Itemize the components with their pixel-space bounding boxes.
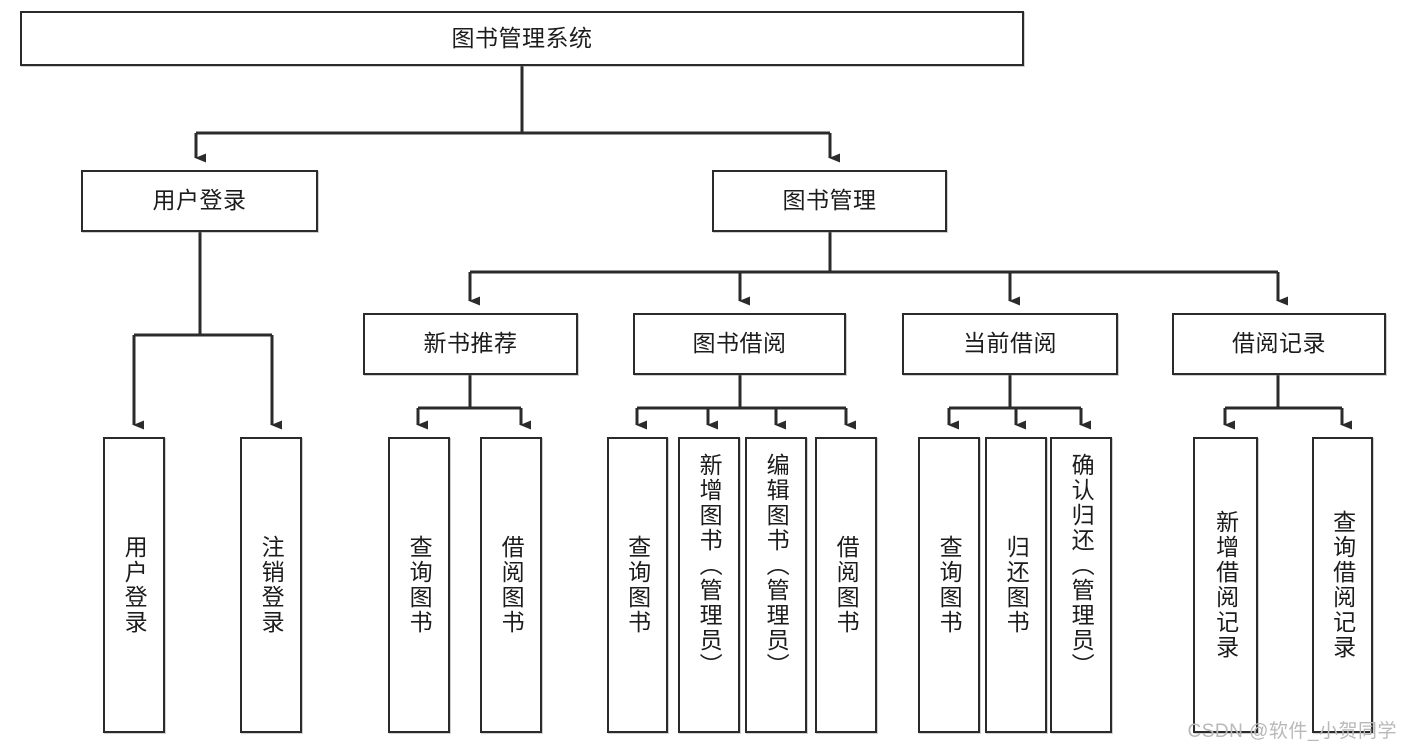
leaf-recommend-query-book-label: 查询图书: [406, 535, 433, 635]
leaf-user-login-logout-label: 注销登录: [258, 535, 285, 635]
node-new-book-recommend-label: 新书推荐: [423, 330, 518, 357]
leaf-borrow-edit-book-admin-label: 编辑图书（管理员）: [763, 453, 790, 678]
leaf-borrow-query-book-label: 查询图书: [624, 535, 651, 635]
leaf-user-login-login-label: 用户登录: [121, 535, 148, 635]
leaf-borrow-borrow-book[interactable]: 借阅图书: [815, 437, 877, 733]
leaf-borrow-borrow-book-label: 借阅图书: [833, 535, 860, 635]
node-book-borrow[interactable]: 图书借阅: [633, 313, 846, 375]
leaf-records-query-record-label: 查询借阅记录: [1329, 510, 1356, 660]
node-root-system[interactable]: 图书管理系统: [20, 11, 1024, 66]
leaf-current-return-book[interactable]: 归还图书: [985, 437, 1047, 733]
leaf-current-confirm-return-admin-label: 确认归还（管理员）: [1068, 453, 1095, 678]
leaf-current-query-book-label: 查询图书: [936, 535, 963, 635]
node-book-borrow-label: 图书借阅: [692, 330, 787, 357]
csdn-watermark: CSDN @软件_小贺同学: [1187, 721, 1397, 742]
leaf-user-login-login[interactable]: 用户登录: [103, 437, 165, 733]
leaf-recommend-borrow-book[interactable]: 借阅图书: [480, 437, 542, 733]
leaf-borrow-query-book[interactable]: 查询图书: [607, 437, 668, 733]
leaf-recommend-query-book[interactable]: 查询图书: [388, 437, 450, 733]
node-current-borrow[interactable]: 当前借阅: [902, 313, 1118, 375]
leaf-borrow-edit-book-admin[interactable]: 编辑图书（管理员）: [745, 437, 807, 733]
leaf-records-query-record[interactable]: 查询借阅记录: [1312, 437, 1373, 733]
leaf-current-return-book-label: 归还图书: [1003, 535, 1030, 635]
node-root-system-label: 图书管理系统: [451, 24, 593, 51]
node-book-management-label: 图书管理: [782, 187, 877, 214]
leaf-records-add-record-label: 新增借阅记录: [1212, 510, 1239, 660]
node-user-login[interactable]: 用户登录: [81, 170, 318, 232]
node-user-login-label: 用户登录: [152, 187, 247, 214]
leaf-recommend-borrow-book-label: 借阅图书: [498, 535, 525, 635]
node-current-borrow-label: 当前借阅: [963, 330, 1057, 357]
leaf-borrow-add-book-admin-label: 新增图书（管理员）: [696, 453, 723, 678]
node-borrow-records-label: 借阅记录: [1232, 330, 1326, 357]
node-borrow-records[interactable]: 借阅记录: [1172, 313, 1386, 375]
leaf-user-login-logout[interactable]: 注销登录: [240, 437, 302, 733]
leaf-records-add-record[interactable]: 新增借阅记录: [1193, 437, 1258, 733]
leaf-borrow-add-book-admin[interactable]: 新增图书（管理员）: [678, 437, 740, 733]
leaf-current-confirm-return-admin[interactable]: 确认归还（管理员）: [1050, 437, 1112, 733]
node-book-management[interactable]: 图书管理: [712, 170, 947, 232]
node-new-book-recommend[interactable]: 新书推荐: [363, 313, 578, 375]
leaf-current-query-book[interactable]: 查询图书: [918, 437, 980, 733]
